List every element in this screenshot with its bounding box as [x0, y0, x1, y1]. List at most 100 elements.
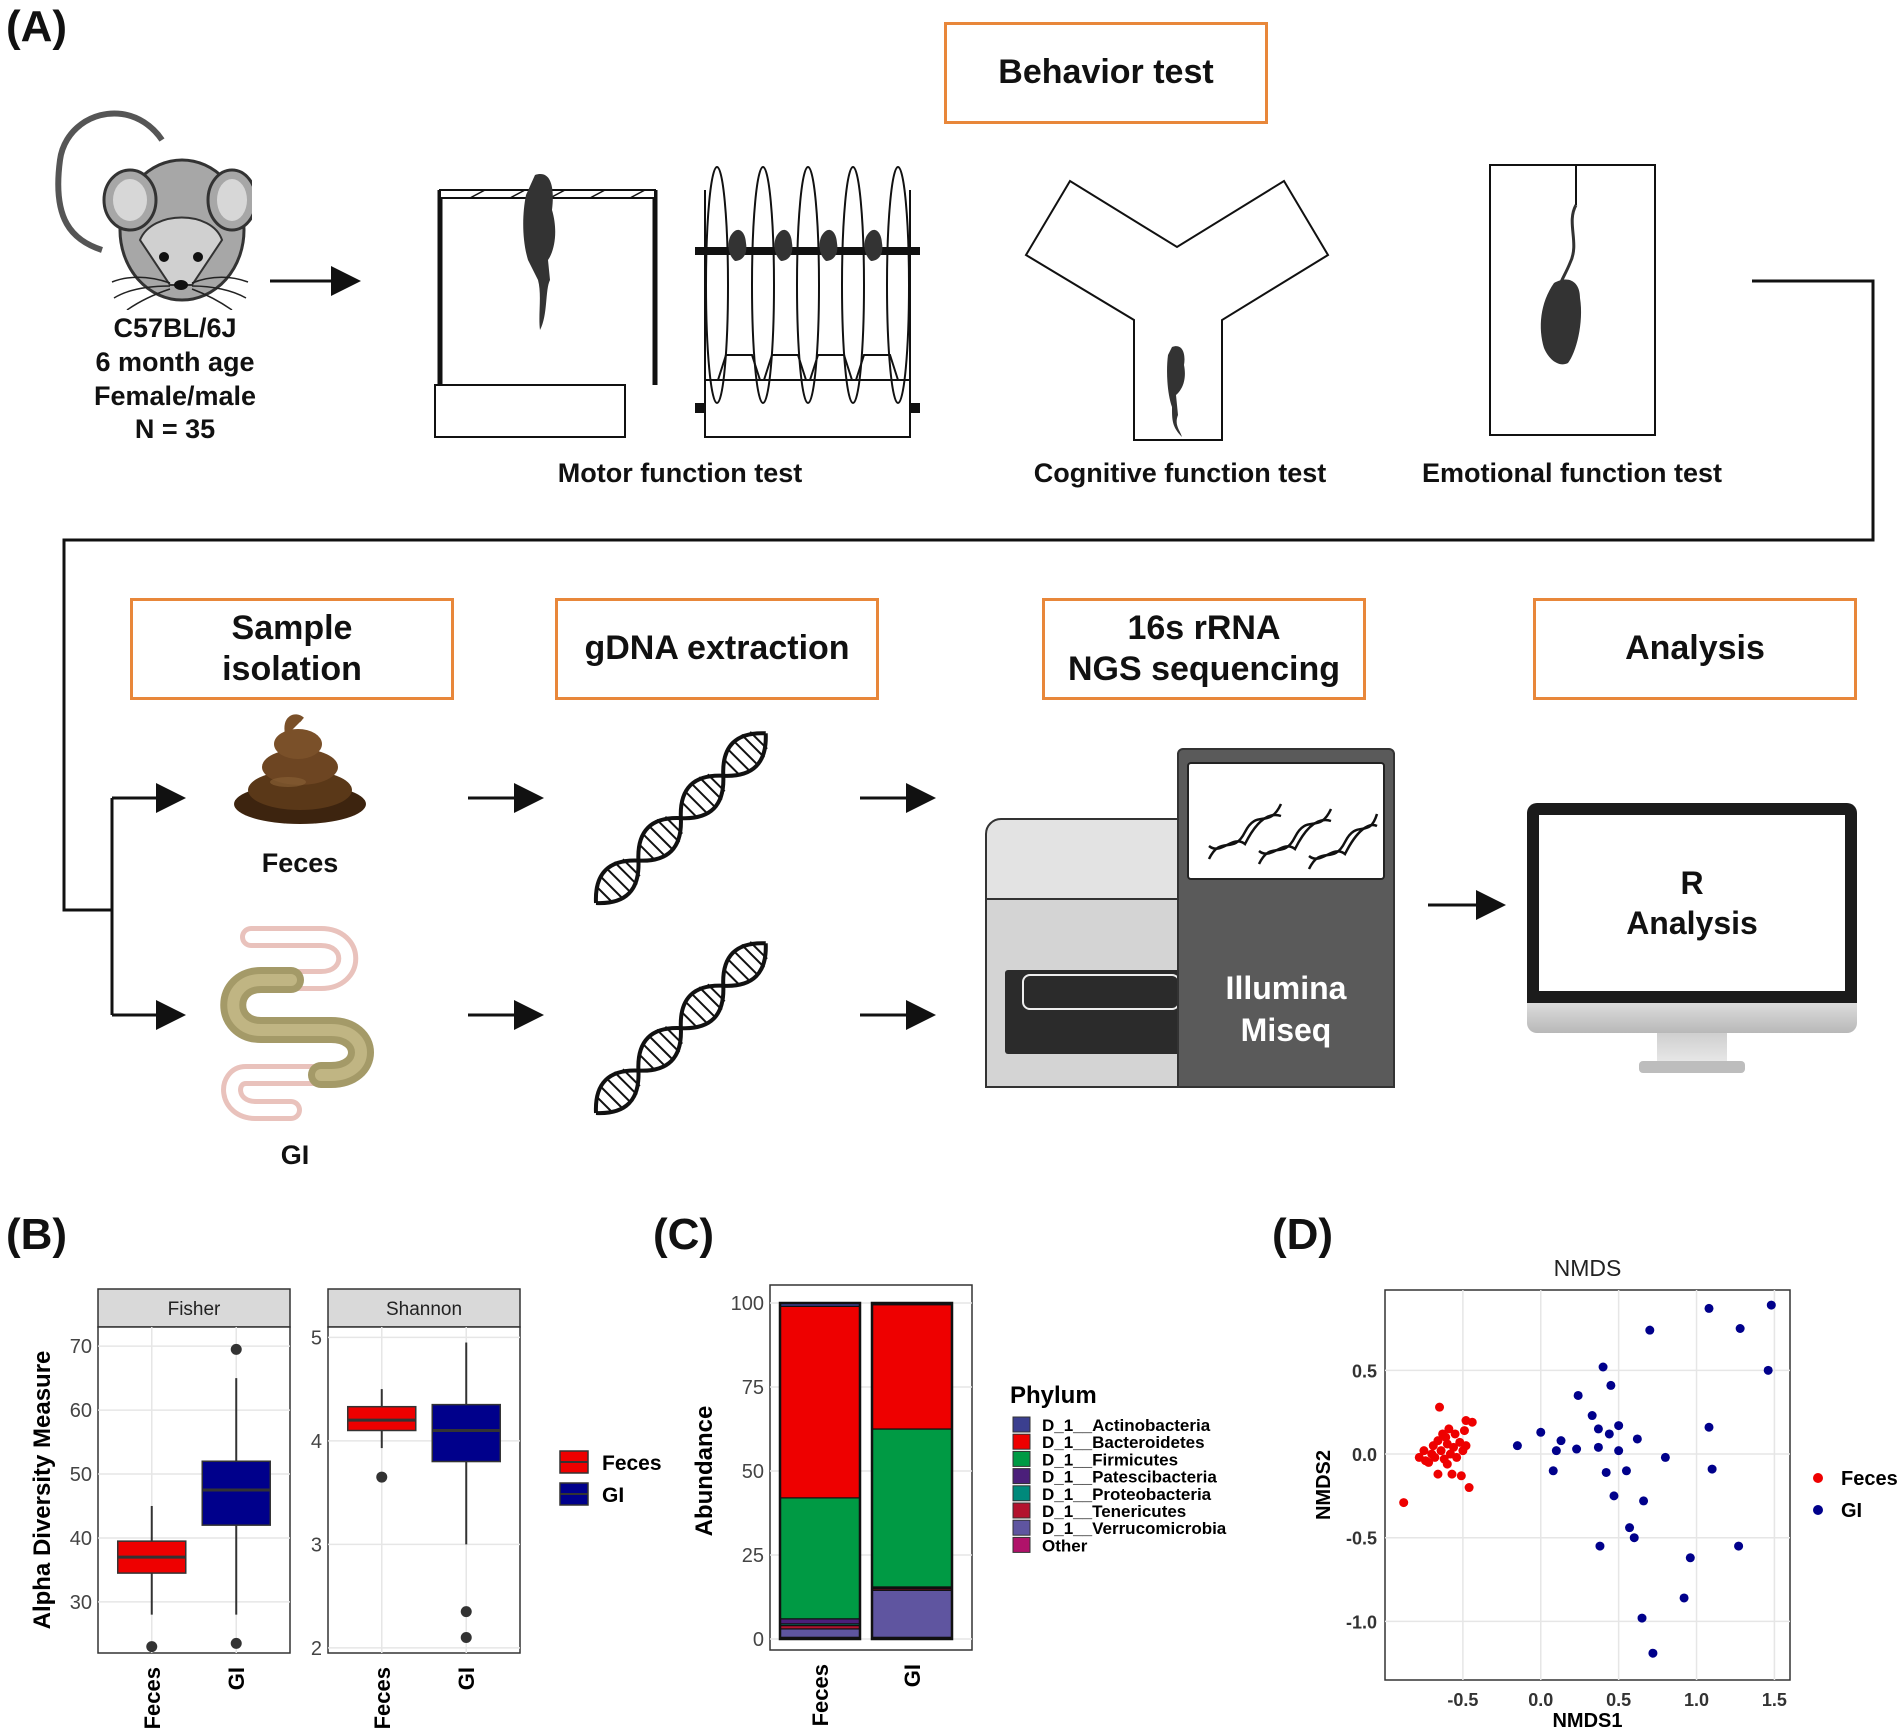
- scatter-point-gi: [1598, 1362, 1608, 1372]
- scatter-point-feces: [1444, 1424, 1454, 1434]
- legend-key: [1012, 1519, 1031, 1536]
- emotional-test-illustration: [1489, 164, 1656, 436]
- x-tick-label: 0.5: [1606, 1690, 1631, 1710]
- legend-key: [1012, 1536, 1031, 1553]
- scatter-point-gi: [1629, 1533, 1639, 1543]
- legend-label: D_1__Patescibacteria: [1042, 1468, 1217, 1487]
- scatter-point-gi: [1572, 1444, 1582, 1454]
- y-tick-label: 3: [311, 1534, 322, 1556]
- scatter-point-gi: [1735, 1323, 1745, 1333]
- sequencer-label-2: Miseq: [1240, 1011, 1332, 1048]
- legend-key: [1012, 1502, 1031, 1519]
- scatter-point-gi: [1679, 1593, 1689, 1603]
- scatter-point-gi: [1645, 1325, 1655, 1335]
- scatter-point-feces: [1424, 1457, 1434, 1467]
- feces-label: Feces: [261, 848, 339, 878]
- y-tick-label: 2: [311, 1638, 322, 1660]
- scatter-point-gi: [1604, 1429, 1614, 1439]
- outlier-point: [230, 1637, 242, 1649]
- y-axis-label: NMDS2: [1313, 1450, 1335, 1520]
- gdna-extraction-box: gDNA extraction: [555, 598, 879, 700]
- sample-isolation-box: Sample isolation: [130, 598, 454, 700]
- scatter-point-feces: [1435, 1402, 1445, 1412]
- gi-icon: [220, 926, 374, 1121]
- y-tick-label: 5: [311, 1327, 322, 1349]
- scatter-point-feces: [1447, 1469, 1457, 1479]
- legend-label: Feces: [1841, 1468, 1898, 1490]
- y-tick-label: 60: [70, 1400, 92, 1422]
- scatter-point-gi: [1763, 1365, 1773, 1375]
- legend-key: [1012, 1416, 1031, 1433]
- mouse-icon: [55, 110, 252, 310]
- legend-key: [1813, 1505, 1823, 1515]
- scatter-point-gi: [1512, 1441, 1522, 1451]
- y-axis-label: Abundance: [691, 1406, 718, 1537]
- scatter-point-gi: [1660, 1452, 1670, 1462]
- legend-label: D_1__Actinobacteria: [1042, 1416, 1211, 1435]
- bar-segment: [779, 1305, 861, 1499]
- mouse-age: 6 month age: [95, 346, 255, 377]
- legend-title: Phylum: [1010, 1382, 1097, 1409]
- outlier-point: [460, 1631, 472, 1643]
- x-axis-label: NMDS1: [1552, 1710, 1622, 1732]
- outlier-point: [146, 1641, 158, 1653]
- x-tick-label: GI: [224, 1667, 249, 1690]
- outlier-point: [460, 1606, 472, 1618]
- legend-key: [1012, 1485, 1031, 1502]
- y-tick-label: 50: [742, 1461, 764, 1483]
- box-gi: [431, 1403, 501, 1463]
- bar-segment: [871, 1428, 953, 1588]
- scatter-point-gi: [1614, 1446, 1624, 1456]
- scatter-point-gi: [1551, 1446, 1561, 1456]
- scatter-point-gi: [1587, 1411, 1597, 1421]
- feces-icon: [234, 714, 366, 824]
- sequencer-screen: [1187, 762, 1385, 880]
- legend-label: GI: [602, 1484, 624, 1507]
- bar-segment: [779, 1497, 861, 1620]
- legend-label: D_1__Proteobacteria: [1042, 1485, 1212, 1504]
- scatter-point-feces: [1436, 1446, 1446, 1456]
- legend-key: [1012, 1450, 1031, 1467]
- monitor: R Analysis: [1527, 803, 1857, 1078]
- x-tick-label: 1.0: [1684, 1690, 1709, 1710]
- scatter-point-gi: [1573, 1390, 1583, 1400]
- dna-icon-gi: [593, 941, 768, 1116]
- scatter-point-feces: [1464, 1483, 1474, 1493]
- scatter-point-feces: [1419, 1446, 1429, 1456]
- legend-label: D_1__Tenericutes: [1042, 1502, 1186, 1521]
- emotional-test-caption: Emotional function test: [1422, 458, 1722, 488]
- mouse-strain: C57BL/6J: [113, 313, 237, 343]
- scatter-point-gi: [1766, 1300, 1776, 1310]
- scatter-point-gi: [1556, 1436, 1566, 1446]
- scatter-point-feces: [1430, 1452, 1440, 1462]
- scatter-point-feces: [1459, 1426, 1469, 1436]
- x-tick-label: -0.5: [1447, 1690, 1478, 1710]
- y-axis-label: Alpha Diversity Measure: [29, 1351, 56, 1630]
- scatter-point-gi: [1704, 1422, 1714, 1432]
- y-tick-label: 70: [70, 1336, 92, 1358]
- sequencer-label-1: Illumina: [1225, 970, 1347, 1006]
- scatter-point-gi: [1685, 1553, 1695, 1563]
- x-tick-label: 1.5: [1762, 1690, 1787, 1710]
- outlier-point: [376, 1471, 388, 1483]
- scatter-point-gi: [1606, 1380, 1616, 1390]
- facet-label: Fisher: [168, 1299, 221, 1320]
- scatter-point-gi: [1707, 1464, 1717, 1474]
- monitor-screen: R Analysis: [1539, 815, 1845, 991]
- motor-test-caption: Motor function test: [557, 458, 803, 488]
- y-tick-label: 0.0: [1352, 1445, 1377, 1465]
- y-tick-label: -0.5: [1346, 1529, 1377, 1549]
- dna-icon-feces: [593, 731, 768, 906]
- scatter-point-feces: [1450, 1429, 1460, 1439]
- facet-label: Shannon: [386, 1299, 462, 1320]
- mouse-n: N = 35: [134, 414, 216, 445]
- legend-label: D_1__Verrucomicrobia: [1042, 1519, 1227, 1538]
- facet-panel: [327, 1326, 521, 1654]
- ngs-sequencing-box: 16s rRNA NGS sequencing: [1042, 598, 1366, 700]
- monitor-text-2: Analysis: [1626, 905, 1758, 941]
- scatter-point-feces: [1452, 1452, 1462, 1462]
- scatter-point-gi: [1632, 1434, 1642, 1444]
- facet-strip: [97, 1288, 291, 1328]
- motor-test-illustration: [434, 166, 920, 438]
